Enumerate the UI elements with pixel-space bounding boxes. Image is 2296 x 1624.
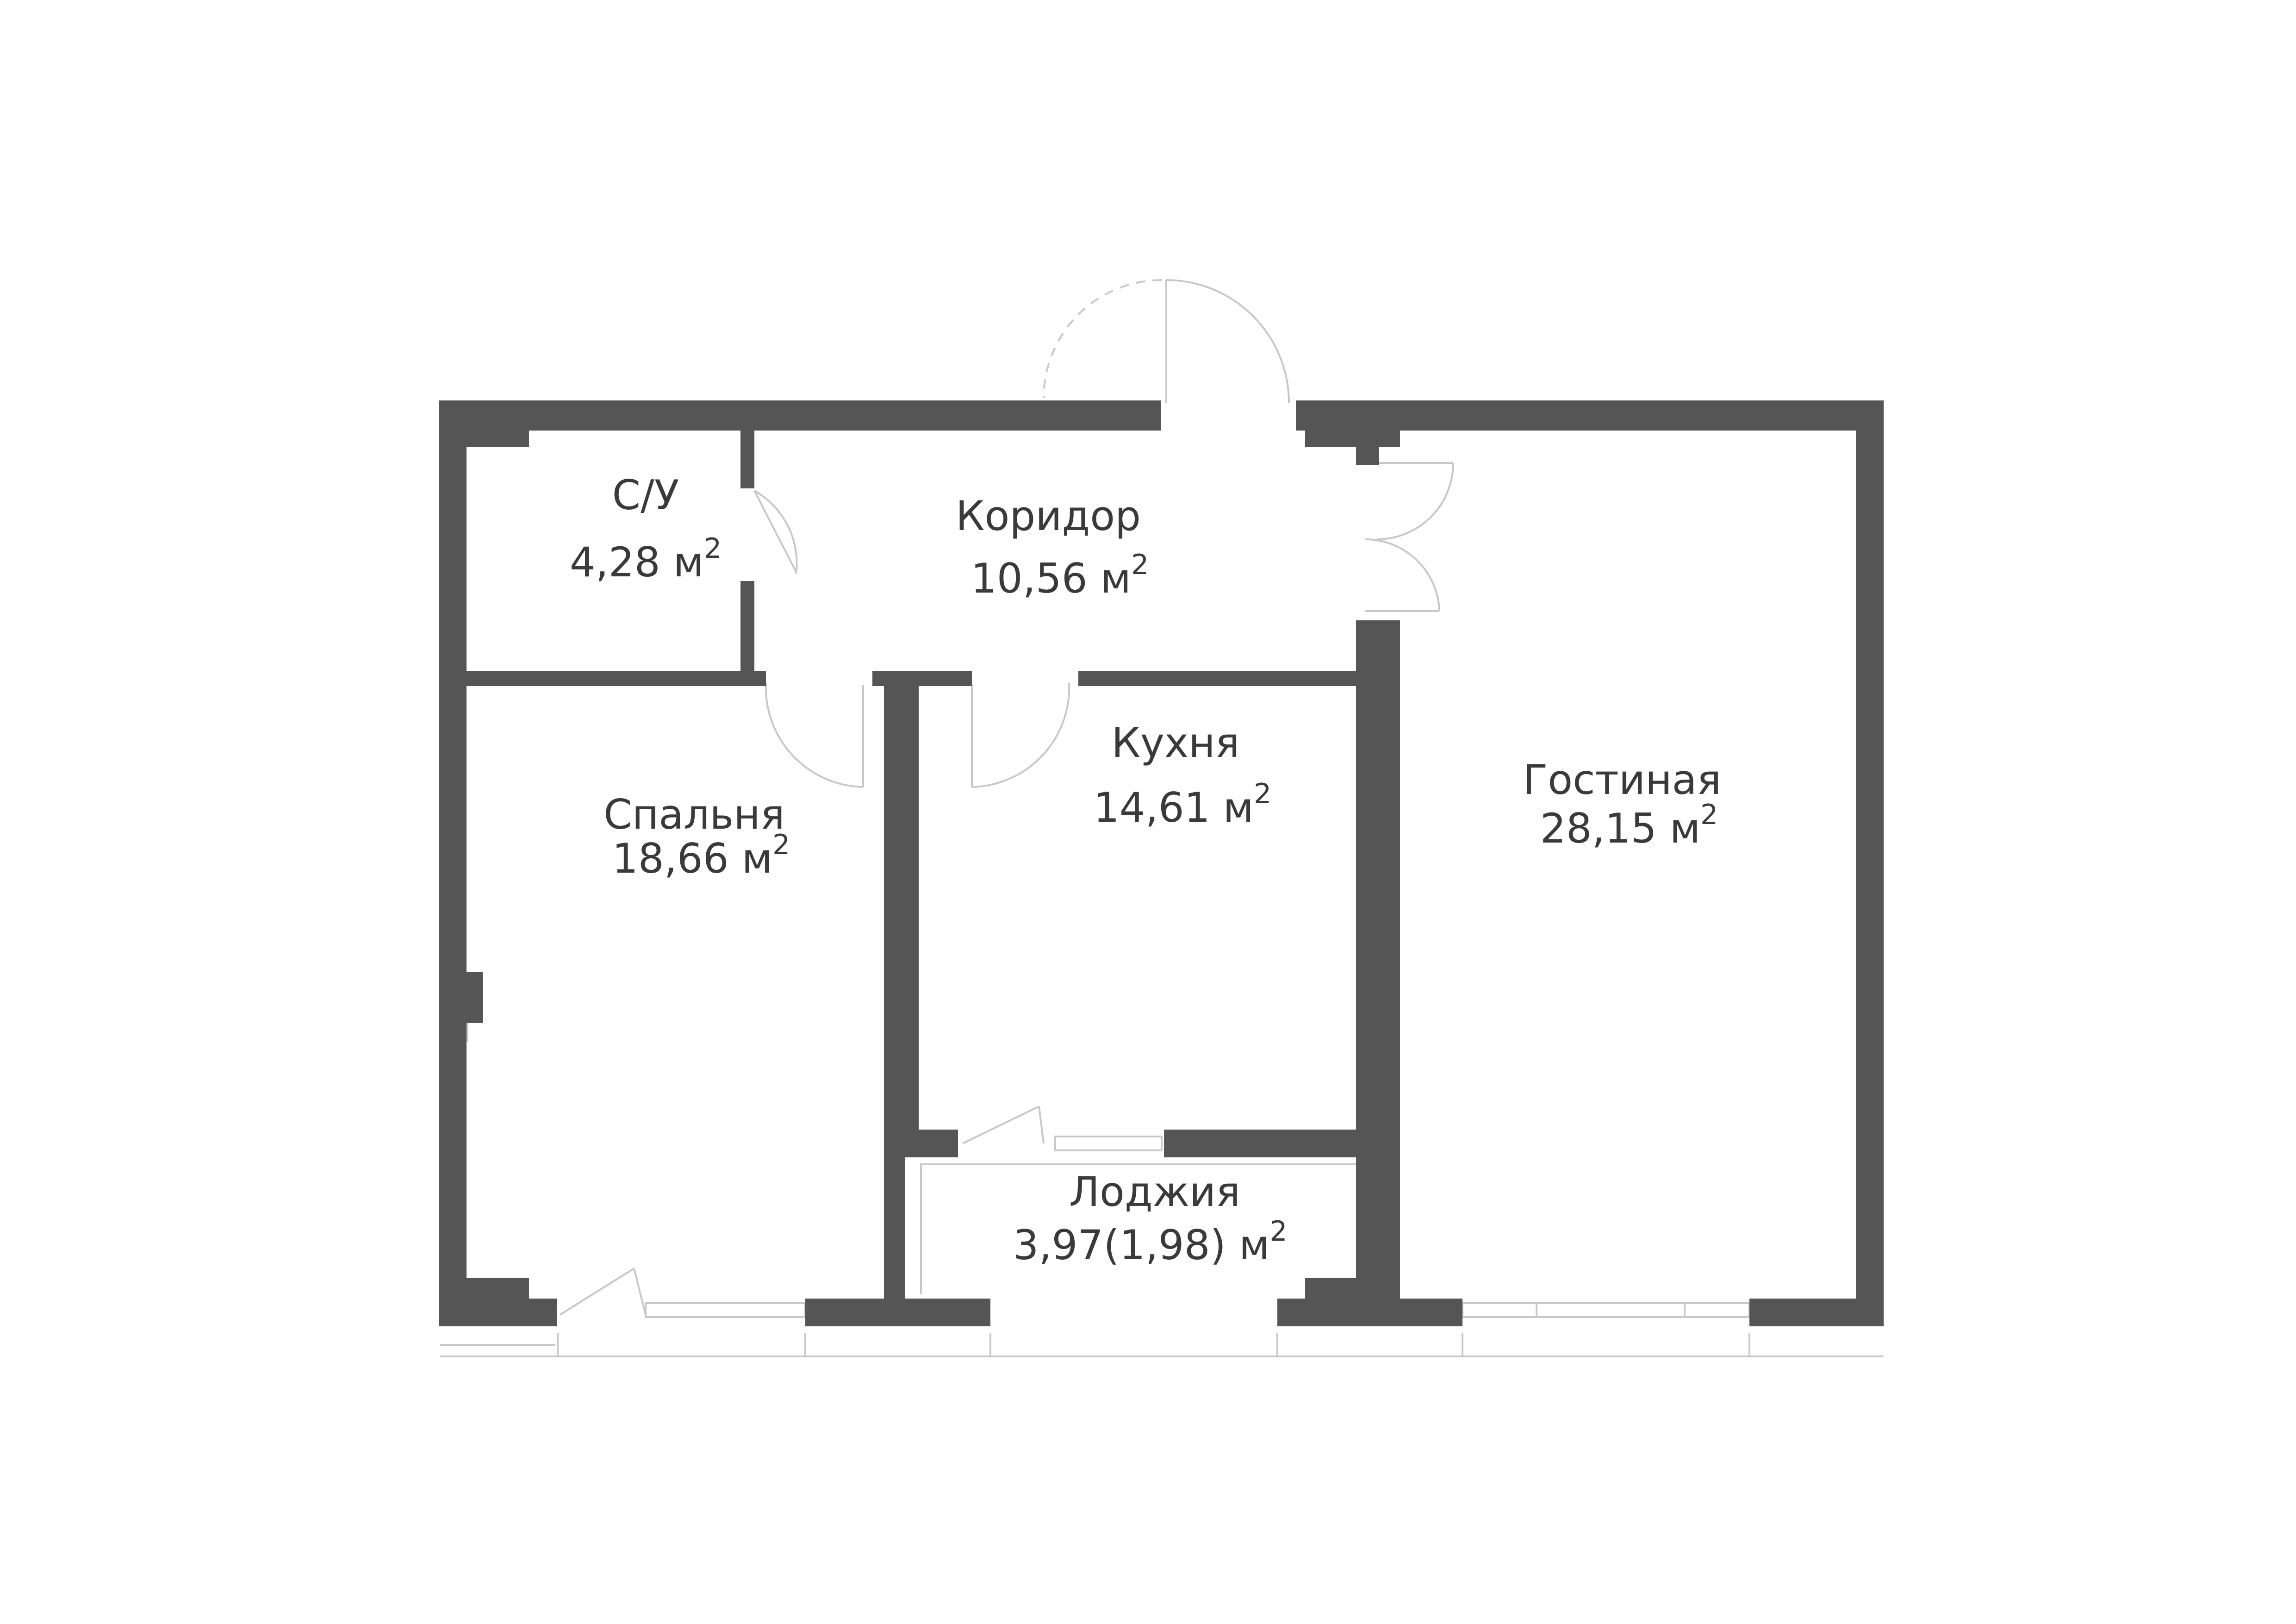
living-window	[1462, 1302, 1750, 1318]
wall-kitchen-loggia-right	[1164, 1130, 1368, 1157]
area-unit-sup: 2	[704, 532, 722, 565]
bathroom-door-leaf	[753, 490, 797, 572]
wall-bathroom-right	[740, 428, 754, 488]
kitchen-window	[1054, 1136, 1163, 1151]
svg-text:С/У: С/У	[612, 471, 679, 519]
svg-text:18,66 м2: 18,66 м2	[612, 829, 790, 882]
area-unit-sup: 2	[1700, 799, 1718, 831]
area-unit-sup: 2	[772, 829, 790, 861]
bedroom-window	[645, 1302, 806, 1318]
bedroom-door-arc	[765, 682, 864, 788]
room-area: 14,61 м	[1094, 784, 1254, 831]
room-name: Спальня	[604, 791, 785, 838]
svg-text:4,28 м2: 4,28 м2	[570, 532, 722, 586]
entrance-door-arc-dashed	[1043, 279, 1162, 399]
bathroom-door-arc	[754, 490, 798, 575]
room-area: 4,28 м	[570, 538, 704, 586]
room-label-living: Гостиная 28,15 м2	[1523, 756, 1722, 852]
room-label-bedroom: Спальня 18,66 м2	[604, 791, 790, 882]
wall-right	[1856, 400, 1884, 1326]
room-area: 10,56 м	[971, 555, 1131, 602]
bedroom-balcony-door-leaf	[559, 1268, 635, 1316]
room-name: Лоджия	[1069, 1168, 1240, 1216]
svg-text:Коридор: Коридор	[956, 492, 1141, 540]
wall-top-left	[439, 400, 1161, 431]
svg-text:Лоджия: Лоджия	[1069, 1168, 1240, 1216]
wall-kitchen-living	[1356, 620, 1400, 1324]
svg-text:3,97(1,98) м2: 3,97(1,98) м2	[1013, 1215, 1287, 1269]
svg-text:Спальня: Спальня	[604, 791, 785, 838]
svg-text:Кухня: Кухня	[1111, 719, 1239, 767]
room-area: 3,97(1,98) м	[1013, 1221, 1269, 1269]
door-swings	[559, 279, 1454, 1316]
room-area: 18,66 м	[612, 835, 772, 882]
loggia-door-arc	[1038, 1106, 1045, 1144]
room-name: С/У	[612, 471, 679, 519]
loggia-door-leaf	[962, 1106, 1039, 1144]
wall-kitchen-loggia-left	[905, 1130, 958, 1157]
room-name: Гостиная	[1523, 756, 1722, 804]
room-name: Коридор	[956, 492, 1141, 540]
bedroom-balcony-door-arc	[633, 1268, 647, 1315]
room-name: Кухня	[1111, 719, 1239, 767]
room-label-corridor: Коридор 10,56 м2	[956, 492, 1149, 602]
living-door-arc-bottom	[1365, 538, 1440, 612]
wall-bottom-4	[1749, 1299, 1884, 1326]
svg-text:Гостиная: Гостиная	[1523, 756, 1722, 804]
living-door-arc-top	[1376, 462, 1454, 540]
wall-bathroom-bottom	[463, 671, 766, 686]
wall-bedroom-kitchen	[884, 671, 905, 1324]
svg-text:14,61 м2: 14,61 м2	[1094, 778, 1271, 831]
room-label-loggia: Лоджия 3,97(1,98) м2	[1013, 1168, 1287, 1269]
wall-corridor-bottom-right	[1078, 671, 1368, 686]
walls	[439, 400, 1884, 1326]
wall-left	[439, 400, 467, 1326]
kitchen-door-arc	[971, 682, 1070, 788]
area-unit-sup: 2	[1254, 778, 1271, 810]
room-area: 28,15 м	[1540, 805, 1700, 852]
area-unit-sup: 2	[1131, 549, 1149, 581]
svg-text:28,15 м2: 28,15 м2	[1540, 799, 1718, 852]
room-label-bathroom: С/У 4,28 м2	[570, 471, 722, 586]
room-label-kitchen: Кухня 14,61 м2	[1094, 719, 1271, 831]
entrance-door-arc	[1166, 279, 1290, 403]
area-unit-sup: 2	[1269, 1215, 1287, 1248]
svg-text:10,56 м2: 10,56 м2	[971, 549, 1149, 602]
